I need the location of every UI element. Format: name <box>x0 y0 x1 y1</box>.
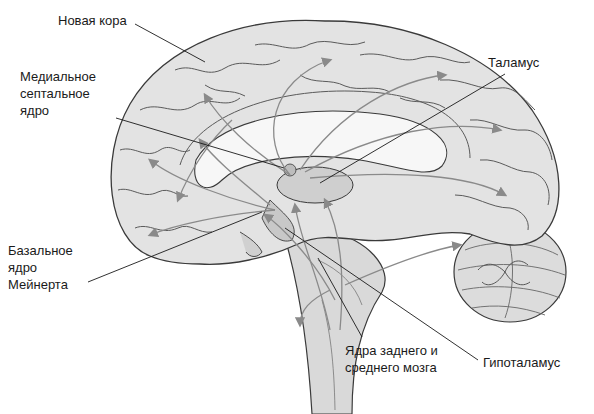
brainstem <box>285 232 385 414</box>
hypothalamus <box>262 200 294 241</box>
optic-chiasm <box>240 232 262 257</box>
leader-line <box>88 212 262 282</box>
structure-label: Ядра заднего и среднего мозга <box>345 342 457 376</box>
structure-label: Таламус <box>488 54 539 71</box>
projection-arrows <box>150 60 505 330</box>
structure-label: Базальное ядро Мейнерта <box>8 242 88 293</box>
leader-line <box>320 74 505 183</box>
leader-line <box>135 24 205 62</box>
gyri <box>118 41 552 232</box>
structure-label: Новая кора <box>58 12 127 29</box>
leader-line <box>285 228 478 360</box>
leader-line <box>318 258 362 337</box>
arbor-vitae <box>478 261 530 285</box>
leader-line <box>116 118 284 168</box>
structure-label: Медиальное септальное ядро <box>20 68 112 119</box>
structure-label: Гипоталамус <box>483 354 560 371</box>
